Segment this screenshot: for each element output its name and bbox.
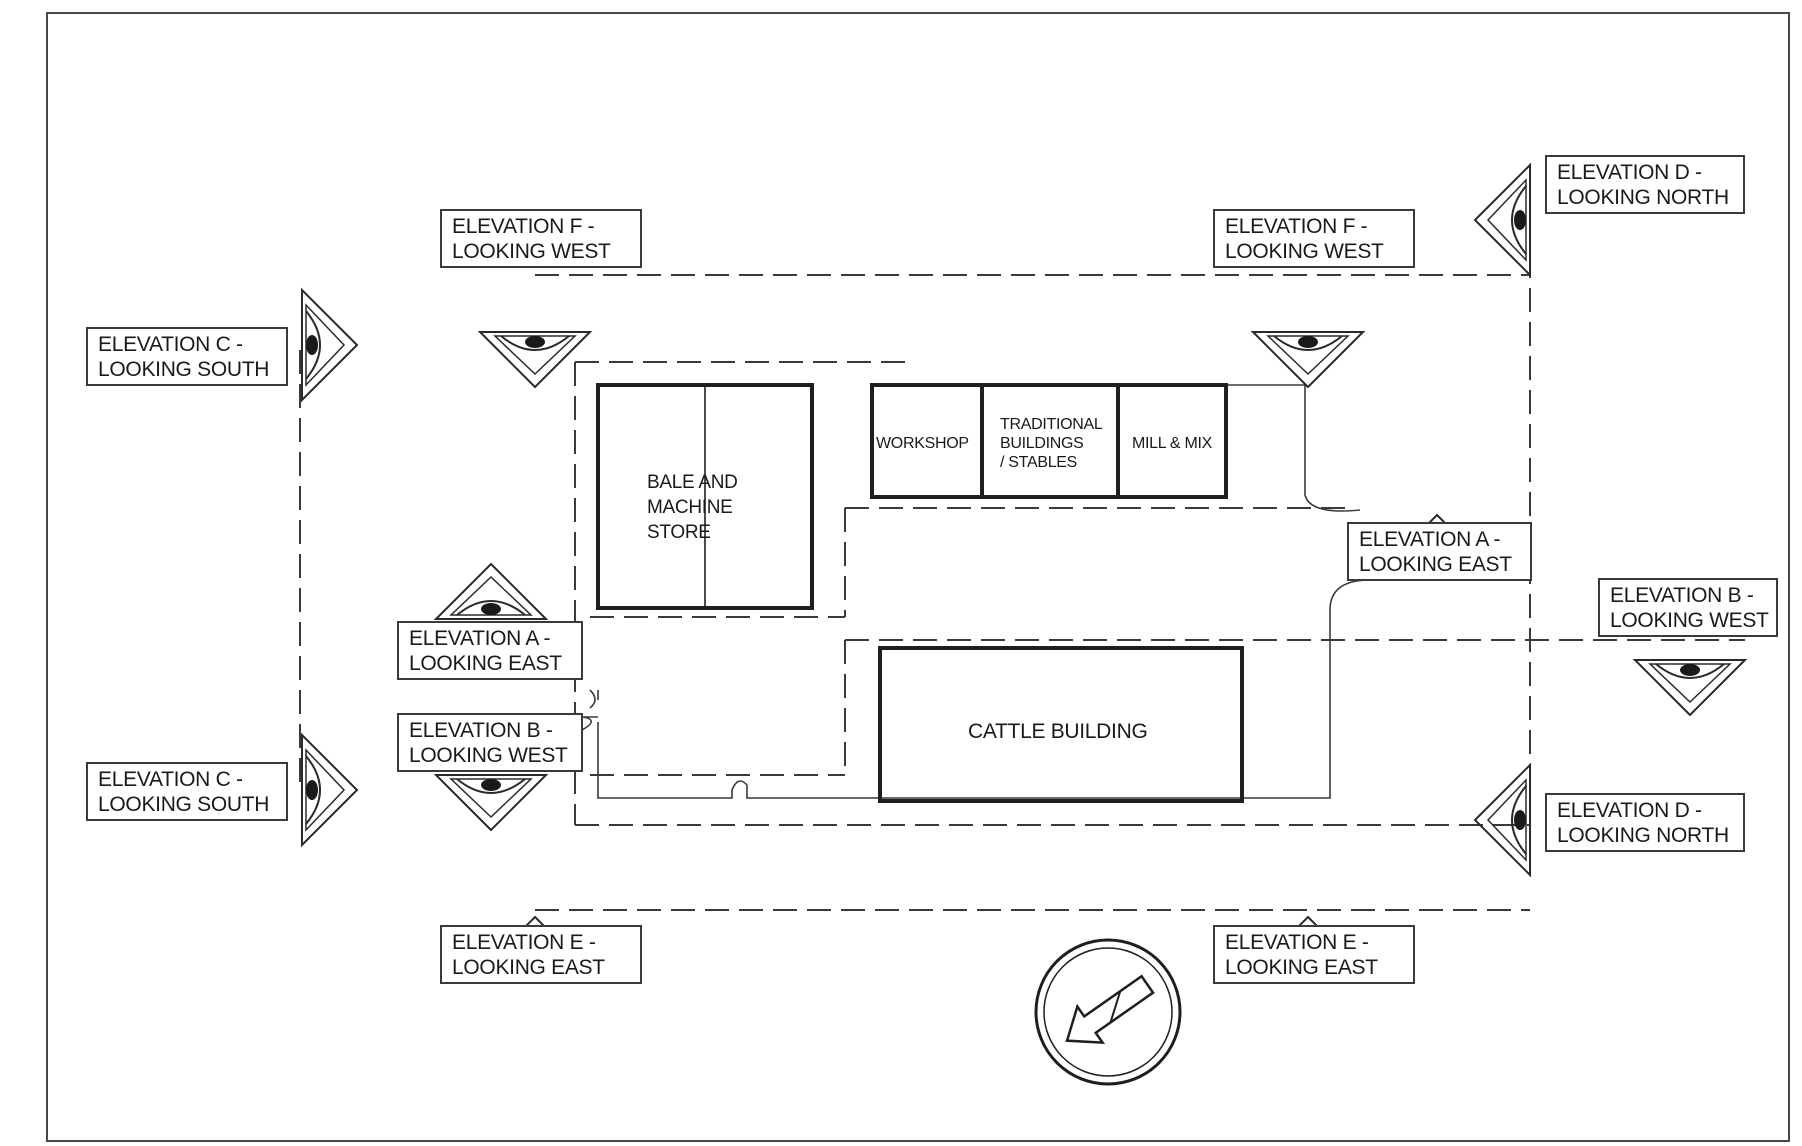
eye-icon [435, 774, 547, 831]
cattle-building-label: CATTLE BUILDING [968, 720, 1148, 743]
eye-icon [301, 734, 358, 846]
eye-icon [301, 289, 358, 401]
mill-and-mix-label: MILL & MIX [1132, 435, 1212, 452]
eye-icon [435, 563, 547, 620]
cattle-building [878, 646, 1244, 803]
label-elevation-d-bottom: ELEVATION D -LOOKING NORTH [1545, 793, 1745, 852]
drawing-frame [46, 12, 1790, 1142]
eye-icon [479, 331, 591, 388]
workshop-label: WORKSHOP [876, 435, 969, 452]
bale-store-label: BALE AND MACHINE STORE [647, 472, 738, 543]
eye-icon [1252, 331, 1364, 388]
label-elevation-b-left: ELEVATION B -LOOKING WEST [397, 713, 583, 772]
elevation-lines [299, 220, 1745, 911]
label-elevation-d-top: ELEVATION D -LOOKING NORTH [1545, 155, 1745, 214]
eye-icon [1634, 659, 1746, 716]
mill-and-mix [1116, 383, 1228, 499]
label-elevation-a-right: ELEVATION A -LOOKING EAST [1347, 522, 1532, 581]
label-elevation-f-left: ELEVATION F -LOOKING WEST [440, 209, 642, 268]
label-elevation-b-right: ELEVATION B -LOOKING WEST [1598, 578, 1778, 637]
label-elevation-a-left: ELEVATION A -LOOKING EAST [397, 621, 583, 680]
label-elevation-e-right: ELEVATION E -LOOKING EAST [1213, 925, 1415, 984]
buildings [596, 383, 1244, 803]
traditional-buildings-label: TRADITIONAL BUILDINGS / STABLES [1000, 416, 1103, 471]
label-elevation-c-bottom: ELEVATION C -LOOKING SOUTH [86, 762, 288, 821]
eye-icon [1474, 764, 1531, 876]
label-elevation-e-left: ELEVATION E -LOOKING EAST [440, 925, 642, 984]
label-elevation-f-right: ELEVATION F -LOOKING WEST [1213, 209, 1415, 268]
label-elevation-c-top: ELEVATION C -LOOKING SOUTH [86, 327, 288, 386]
site-boundary [581, 384, 1371, 799]
eye-icon [1474, 164, 1531, 276]
north-arrow-icon [1034, 938, 1182, 1086]
